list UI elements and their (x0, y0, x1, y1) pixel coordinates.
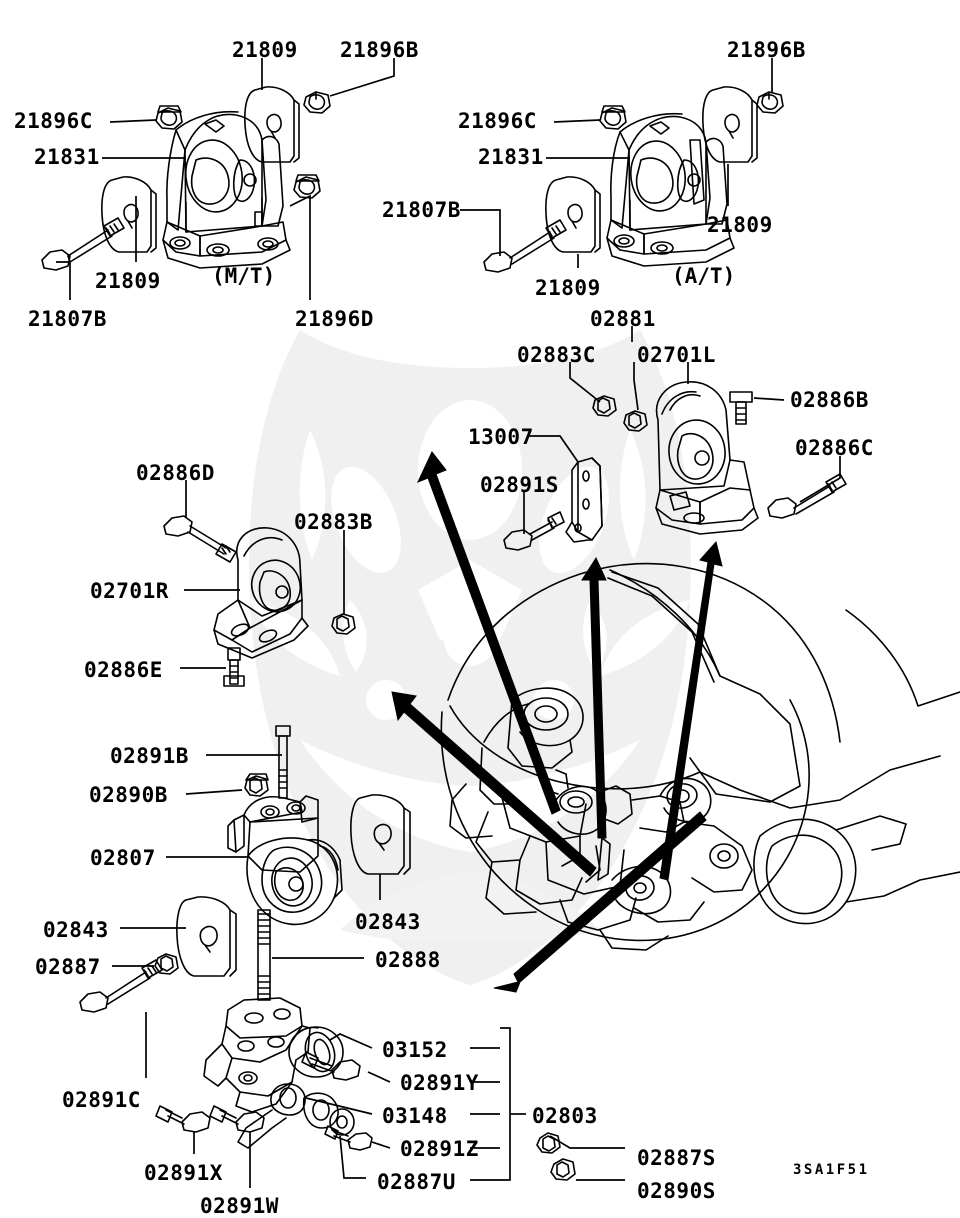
label-21807b-mt: 21807B (28, 307, 107, 331)
label-02843-right: 02843 (355, 910, 421, 934)
label-02887: 02887 (35, 955, 101, 979)
part-02803-bracket-assembly (203, 997, 311, 1113)
label-02888: 02888 (375, 948, 441, 972)
label-02886c: 02886C (795, 436, 874, 460)
vehicle-body-illustration (440, 562, 960, 951)
part-02843-disc-right (350, 794, 411, 875)
part-13007-bracket (565, 457, 603, 543)
part-21896B-nut-at (756, 91, 784, 114)
part-02701R-mount (213, 527, 309, 659)
label-03152: 03152 (382, 1038, 448, 1062)
part-02807-mount (227, 795, 343, 926)
label-02701l: 02701L (637, 343, 716, 367)
leader-lines (56, 58, 841, 1188)
part-02883C-nut (592, 395, 617, 417)
part-02891W-bolt (209, 1105, 265, 1133)
part-21809-washer-mt-lower (101, 176, 157, 253)
label-02891y: 02891Y (400, 1071, 479, 1095)
label-02891x: 02891X (144, 1161, 223, 1185)
watermark-detail (250, 330, 690, 852)
label-21896b-mt: 21896B (340, 38, 419, 62)
label-21807b-at: 21807B (382, 198, 461, 222)
label-at-variant: (A/T) (672, 264, 736, 288)
assembly-direction-arrows (391, 451, 723, 993)
part-02891C-bolt (79, 959, 163, 1013)
part-02891X-bolt (155, 1105, 211, 1133)
label-02891b: 02891B (110, 744, 189, 768)
label-03148: 03148 (382, 1104, 448, 1128)
label-02881: 02881 (590, 307, 656, 331)
label-02807: 02807 (90, 846, 156, 870)
part-21896B-nut-mt (303, 91, 331, 114)
part-02891B-bolt (275, 725, 291, 799)
label-21831-mt: 21831 (34, 145, 100, 169)
part-02887S-nut (536, 1132, 561, 1154)
part-21831-mt-bracket (162, 110, 291, 269)
part-02843-disc-left (176, 896, 237, 977)
label-02890b: 02890B (89, 783, 168, 807)
label-21896b-at: 21896B (727, 38, 806, 62)
label-13007: 13007 (468, 425, 534, 449)
label-21809-at-right: 21809 (707, 213, 773, 237)
part-02886C-bolt (767, 473, 847, 519)
label-02890s: 02890S (637, 1179, 716, 1203)
label-02886d: 02886D (136, 461, 215, 485)
part-02891Z-bolt (324, 1125, 373, 1151)
part-21896C-nut-at (599, 105, 627, 130)
label-02887s: 02887S (637, 1146, 716, 1170)
label-02803: 02803 (532, 1104, 598, 1128)
part-03152-bushing (288, 1026, 344, 1078)
part-02888-stud (257, 909, 271, 1001)
label-02891w: 02891W (200, 1194, 279, 1218)
label-02843-left: 02843 (43, 918, 109, 942)
label-21896d-mt: 21896D (295, 307, 374, 331)
label-21809-mt-top: 21809 (232, 38, 298, 62)
label-diagram-code: 3SA1F51 (793, 1162, 870, 1178)
part-21807B-bolt-mt (41, 217, 125, 271)
label-02883c: 02883C (517, 343, 596, 367)
part-21809-washer-mt-top (244, 86, 300, 163)
part-21807B-bolt-at (483, 219, 567, 273)
part-21896C-nut-mt (155, 105, 183, 130)
part-02891S-bolt (503, 511, 565, 551)
part-02883B-nut (331, 613, 356, 635)
part-03148-link (237, 1083, 355, 1149)
label-02887u: 02887U (377, 1170, 456, 1194)
part-21896D-nut-mt (293, 174, 321, 199)
part-02881-nut (623, 410, 648, 432)
part-02890S-nut (550, 1158, 576, 1181)
label-21809-at-lower: 21809 (535, 276, 601, 300)
label-21831-at: 21831 (478, 145, 544, 169)
label-02701r: 02701R (90, 579, 169, 603)
part-02886B-bolt (729, 391, 753, 425)
label-02883b: 02883B (294, 510, 373, 534)
part-21809-washer-at-right (702, 86, 758, 163)
label-02886b: 02886B (790, 388, 869, 412)
part-02891Y-bolt (301, 1051, 361, 1081)
part-02886D-bolt (163, 515, 237, 563)
part-02701L-mount (655, 381, 759, 535)
label-02891z: 02891Z (400, 1137, 479, 1161)
label-21809-mt-lower: 21809 (95, 269, 161, 293)
part-02890B-nut (244, 773, 269, 797)
label-21896c-mt: 21896C (14, 109, 93, 133)
watermark-text-shapes (340, 870, 600, 943)
label-02891s: 02891S (480, 473, 559, 497)
label-02886e: 02886E (84, 658, 163, 682)
label-21896c-at: 21896C (458, 109, 537, 133)
label-mt-variant: (M/T) (212, 264, 276, 288)
part-02886E-bolt (223, 647, 245, 687)
label-02891c: 02891C (62, 1088, 141, 1112)
part-21809-washer-at-lower (545, 176, 601, 253)
part-21831-at-bracket (606, 112, 735, 267)
